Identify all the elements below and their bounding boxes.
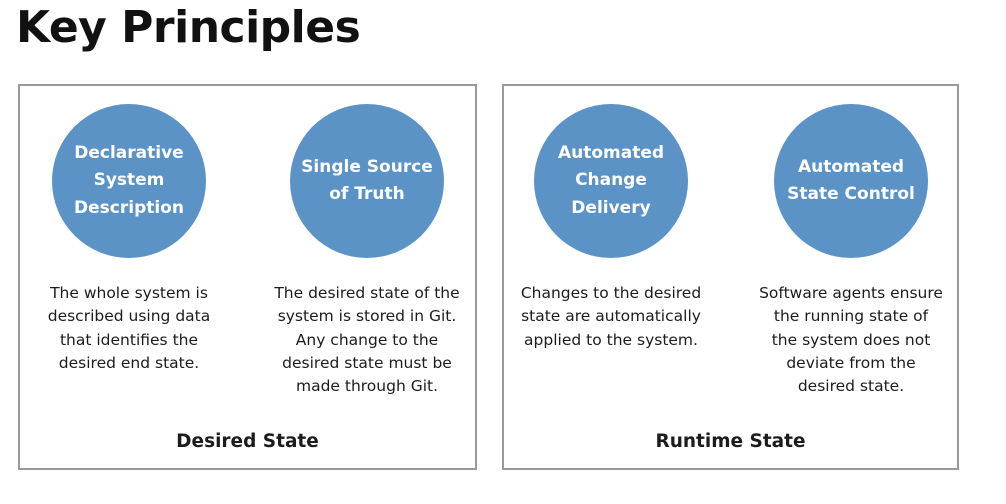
circle-label-line: System — [93, 170, 165, 191]
description-line: made through Git. — [295, 377, 439, 395]
description-line: the system does not — [771, 330, 931, 349]
description-line: desired state. — [797, 377, 905, 395]
circle-label-line: Delivery — [571, 197, 651, 218]
principle-description-state-control: Software agents ensure the running state… — [746, 282, 956, 398]
principle-circle-automated-state-control: Automated State Control — [774, 104, 928, 258]
description-line: the running state of — [773, 307, 929, 326]
panel-footer-desired-state: Desired State — [176, 431, 319, 452]
panel-footer-runtime-state: Runtime State — [655, 431, 806, 452]
circle-label-line: Declarative — [74, 143, 184, 164]
description-line: desired end state. — [58, 353, 200, 372]
desired-state-panel: Declarative System Description Single So… — [18, 84, 477, 470]
principle-description-change-delivery: Changes to the desired state are automat… — [506, 282, 716, 352]
principle-description-single-source: The desired state of the system is store… — [262, 282, 472, 398]
circle-label-line: Description — [74, 197, 184, 218]
description-line: The desired state of the — [274, 284, 460, 302]
principle-circle-declarative-system-description: Declarative System Description — [52, 104, 206, 258]
description-line: Changes to the desired — [520, 284, 702, 302]
runtime-state-panel: Automated Change Delivery Automated Stat… — [502, 84, 959, 470]
description-line: desired state must be — [282, 353, 452, 372]
description-line: Any change to the — [295, 330, 439, 349]
circle-label-line: Automated — [797, 156, 905, 177]
description-line: system is stored in Git. — [277, 307, 457, 326]
description-line: deviate from the — [786, 353, 916, 372]
page-title: Key Principles — [16, 2, 361, 53]
principle-description-declarative: The whole system is described using data… — [24, 282, 234, 375]
circle-label-line: Single Source — [301, 156, 433, 177]
description-line: described using data — [47, 307, 211, 326]
description-line: state are automatically — [521, 307, 701, 326]
principle-circle-single-source-of-truth: Single Source of Truth — [290, 104, 444, 258]
principle-circle-automated-change-delivery: Automated Change Delivery — [534, 104, 688, 258]
circle-label-line: Change — [575, 170, 647, 191]
description-line: that identifies the — [59, 330, 199, 349]
description-line: applied to the system. — [524, 330, 698, 349]
circle-label-line: of Truth — [329, 184, 405, 204]
circle-label-line: Automated — [557, 143, 665, 164]
description-line: The whole system is — [50, 284, 208, 302]
circle-label-line: State Control — [787, 184, 915, 204]
description-line: Software agents ensure — [759, 284, 943, 302]
